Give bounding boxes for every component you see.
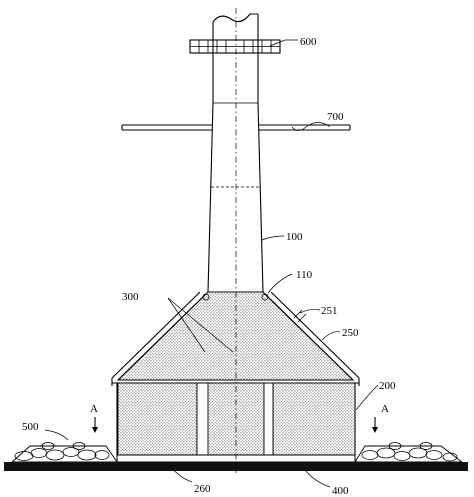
- label-100: 100: [286, 231, 303, 243]
- label-400: 400: [332, 485, 349, 497]
- label-260: 260: [194, 483, 211, 495]
- riprap-500: [10, 442, 464, 463]
- section-arrow-left: [92, 417, 98, 433]
- label-500: 500: [22, 421, 39, 433]
- label-section-a-right: A: [381, 403, 389, 415]
- bed-400: [4, 462, 468, 471]
- label-251: 251: [321, 305, 338, 317]
- label-section-a-left: A: [90, 403, 98, 415]
- tower-shaft: [207, 13, 264, 293]
- label-200: 200: [379, 380, 396, 392]
- leader-lines: [44, 39, 379, 488]
- label-700: 700: [327, 111, 344, 123]
- foundation-shell-250: [111, 291, 360, 456]
- label-250: 250: [342, 327, 359, 339]
- flange-600: [189, 39, 281, 54]
- label-600: 600: [300, 36, 317, 48]
- water-line-700: [121, 124, 351, 131]
- section-arrow-right: [372, 417, 378, 433]
- label-110: 110: [296, 269, 313, 281]
- foundation-fill-300: [116, 291, 356, 456]
- label-300: 300: [122, 291, 139, 303]
